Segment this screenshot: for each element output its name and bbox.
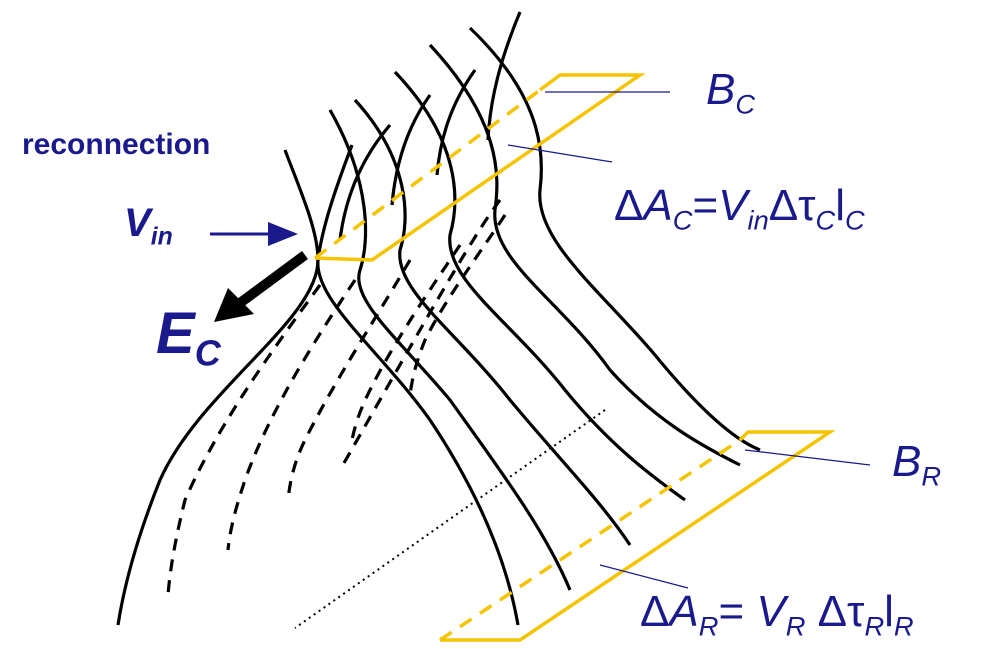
label-pointers <box>507 91 871 589</box>
field-line-1 <box>116 149 320 626</box>
br-subscript: R <box>921 460 942 492</box>
reconnection-label: reconnection <box>22 128 211 161</box>
vin-subscript: in <box>150 223 173 251</box>
ec-subscript: C <box>194 332 221 374</box>
field-line-branch-a <box>338 123 392 241</box>
field-line-2 <box>328 109 572 591</box>
br-pointer <box>744 449 871 466</box>
field-lines <box>116 11 761 626</box>
bc-label: BC <box>706 65 755 118</box>
br-symbol: B <box>892 437 922 486</box>
field-line-3 <box>353 98 632 546</box>
ec-symbol: E <box>156 301 195 366</box>
dar-v-sub: R <box>785 610 806 642</box>
dashed-line-6 <box>338 199 502 471</box>
dac-l-sub: C <box>845 204 865 236</box>
flux-tube-r-dashed <box>439 438 741 642</box>
bc-symbol: B <box>706 65 736 114</box>
field-line-5 <box>428 43 741 467</box>
bc-subscript: C <box>735 88 756 120</box>
dac-l: l <box>835 181 846 230</box>
ec-arrow <box>214 250 308 322</box>
dashed-line-5 <box>408 214 507 396</box>
dar-dtau: Δτ <box>805 587 865 636</box>
flux-tube-c <box>313 73 646 262</box>
delta-ar-formula: ΔAR= VR ΔτRlR <box>640 587 914 640</box>
dar-pointer <box>599 564 689 589</box>
dar-eq: = <box>718 587 757 636</box>
field-line-6 <box>468 26 761 452</box>
dashed-line-1 <box>166 284 322 596</box>
dashed-line-2 <box>226 279 357 551</box>
flux-tube-c-solid <box>314 73 646 262</box>
dotted-line <box>294 409 606 629</box>
dac-pointer <box>507 144 613 163</box>
flux-tube-r-solid <box>440 430 836 642</box>
dashed-line-3 <box>286 259 412 501</box>
vin-label: Vin <box>124 201 173 250</box>
field-line-branch-d <box>486 11 522 141</box>
field-line-branch-c <box>435 69 477 176</box>
field-line-1-upper-right <box>316 144 520 626</box>
vin-symbol: V <box>124 201 151 245</box>
dac-delta: Δ <box>614 181 644 230</box>
dac-v-sub: in <box>747 204 769 236</box>
hidden-field-lines <box>166 199 507 596</box>
dar-v: V <box>756 587 786 636</box>
dac-tau-sub: C <box>815 204 836 236</box>
delta-ac-formula: ΔAC=VinΔτClC <box>614 181 865 234</box>
dac-a-sub: C <box>672 204 693 236</box>
br-label: BR <box>892 437 941 490</box>
dac-dtau: Δτ <box>768 181 816 230</box>
dar-a-sub: R <box>698 610 719 642</box>
field-line-4 <box>393 70 686 502</box>
dac-v: V <box>718 181 748 230</box>
dar-tau-sub: R <box>864 610 885 642</box>
ec-label: EC <box>156 305 221 372</box>
flux-tube-r <box>439 430 836 642</box>
field-line-branch-b <box>390 94 432 206</box>
dac-a: A <box>643 181 673 230</box>
dar-l-sub: R <box>893 610 914 642</box>
dar-delta: Δ <box>640 587 670 636</box>
dac-eq: = <box>692 181 719 230</box>
dar-l: l <box>884 587 894 636</box>
dar-a: A <box>669 587 699 636</box>
